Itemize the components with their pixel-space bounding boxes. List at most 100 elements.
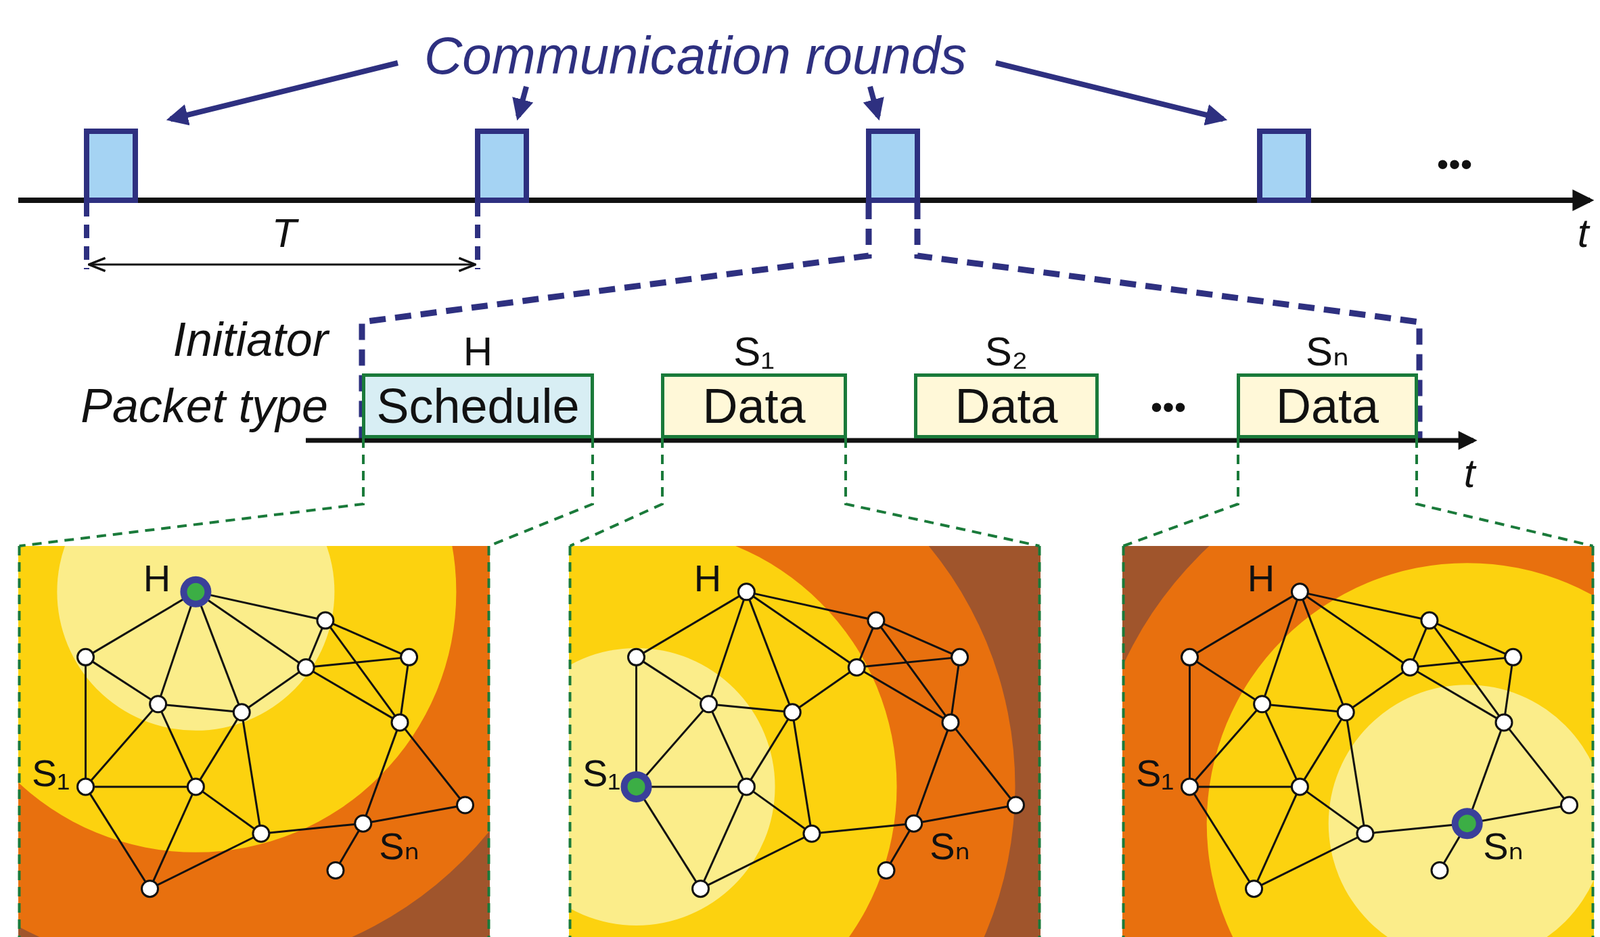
flood-ring	[56, 545, 335, 731]
radio-link	[195, 591, 242, 713]
packet-box: HSchedule	[361, 373, 594, 439]
initiator-name: S₁	[637, 330, 871, 373]
radio-link	[1299, 591, 1346, 713]
network-node	[738, 583, 755, 601]
flood-ring	[1206, 562, 1594, 937]
network-node	[628, 648, 645, 666]
radio-link	[1262, 591, 1301, 705]
network-node	[784, 704, 801, 721]
radio-link	[195, 712, 242, 787]
radio-link	[709, 704, 747, 787]
network-node	[738, 778, 755, 795]
callout-arrow	[995, 62, 1224, 120]
flood-ring	[18, 545, 490, 937]
flood-panel	[18, 545, 490, 937]
network-node	[803, 825, 820, 842]
packet-type: Data	[1275, 381, 1379, 431]
flood-panel	[1122, 545, 1594, 937]
flood-ring	[568, 545, 1041, 937]
panel-border	[487, 545, 491, 937]
round-box	[868, 131, 918, 201]
network-node	[457, 796, 474, 814]
zoom-line	[845, 438, 1040, 546]
ellipsis: •••	[1436, 146, 1473, 184]
radio-link	[1429, 620, 1504, 723]
radio-link	[150, 786, 197, 889]
network-node	[150, 696, 167, 713]
node-name: S₁	[582, 752, 621, 795]
network-node	[1561, 796, 1578, 814]
node-name: S₁	[31, 752, 70, 795]
network-node	[1291, 583, 1308, 601]
zoom-line	[1123, 438, 1239, 546]
round-box	[86, 131, 136, 201]
network-node	[1505, 648, 1522, 666]
panel-border	[1591, 545, 1595, 937]
network-node	[848, 658, 865, 676]
flood-ring	[1122, 545, 1594, 937]
packet-box: S₂Data	[913, 373, 1099, 439]
radio-link	[158, 704, 243, 713]
network-node	[867, 612, 885, 629]
node-name: Sₙ	[378, 825, 420, 868]
panel-border	[568, 545, 572, 937]
radio-link	[950, 722, 1017, 806]
radio-link	[85, 704, 159, 787]
radio-link	[811, 823, 914, 834]
zoom-line	[570, 438, 664, 546]
radio-link	[709, 591, 747, 705]
network-node	[692, 880, 710, 898]
radio-link	[195, 591, 306, 668]
network-node	[77, 648, 95, 666]
zoom-line	[489, 438, 594, 546]
radio-link	[1503, 656, 1514, 723]
radio-link	[1262, 704, 1301, 787]
radio-link	[636, 785, 747, 788]
network-node	[401, 648, 418, 666]
radio-link	[85, 785, 197, 788]
network-node	[77, 778, 95, 795]
node-name: H	[143, 557, 171, 600]
initiator-node	[1455, 811, 1480, 836]
radio-link	[636, 591, 747, 658]
radio-link	[241, 712, 262, 834]
round-box	[1259, 131, 1309, 201]
network-node	[1291, 778, 1308, 795]
radio-link	[399, 722, 466, 806]
dimension-tick	[83, 202, 90, 270]
packet-axis	[305, 438, 1474, 444]
radio-link	[1254, 833, 1366, 889]
round-boxes	[86, 131, 1309, 201]
node-name: H	[694, 557, 722, 600]
callout-arrow	[518, 86, 527, 117]
radio-link	[1262, 704, 1347, 713]
zoom-line	[19, 438, 364, 546]
network-node	[878, 862, 895, 879]
flood-ring	[1328, 684, 1594, 937]
node-name: S₁	[1135, 752, 1174, 795]
network-node	[142, 880, 159, 898]
radio-link	[305, 667, 400, 722]
network-node	[297, 658, 314, 676]
radio-link	[1409, 667, 1504, 722]
network-node	[700, 696, 718, 713]
initiator-node	[183, 579, 208, 605]
radio-link	[876, 620, 951, 723]
flood-panel	[568, 545, 1041, 937]
flood-ring	[18, 545, 456, 853]
flood-ring	[568, 545, 898, 937]
network-node	[1401, 658, 1419, 676]
radio-link	[195, 786, 262, 834]
network-node	[355, 815, 372, 832]
callout-title: Communication rounds	[424, 27, 967, 86]
axis-label: t	[1577, 211, 1590, 256]
dimension-arrow	[90, 263, 474, 266]
radio-link	[636, 656, 710, 704]
radio-link	[1190, 591, 1301, 658]
network-node	[1337, 704, 1354, 721]
network-node	[942, 714, 959, 731]
network-node	[1254, 696, 1271, 713]
radio-link	[363, 722, 400, 824]
